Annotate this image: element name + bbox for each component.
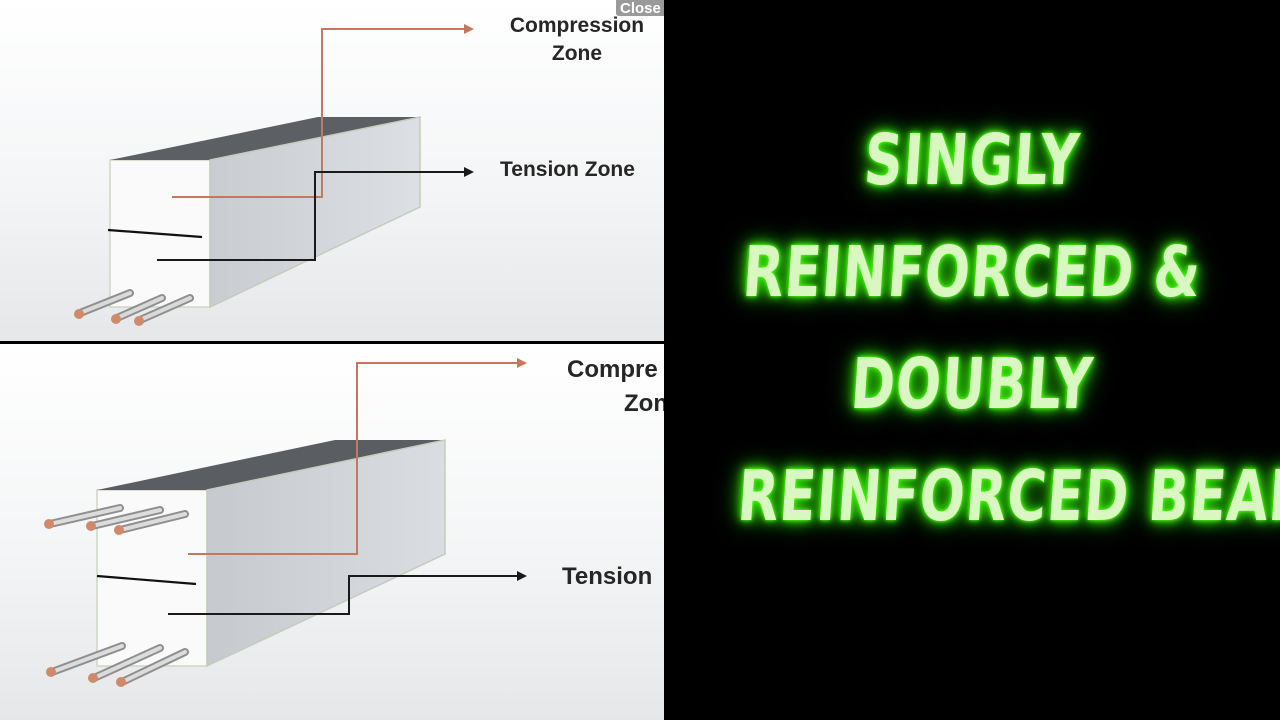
beam-top-face (110, 117, 420, 160)
doubly-beam-svg: Compre Zon Tension (44, 356, 664, 687)
tension-zone-label-bottom: Tension (562, 563, 652, 590)
title-line-1: SINGLY (861, 119, 1083, 201)
tension-rebars (46, 642, 189, 687)
tension-leader-line (168, 575, 518, 615)
compression-rebars (44, 504, 189, 535)
singly-reinforced-beam-diagram: Compression Zone Tension Zone Close (0, 0, 664, 341)
compression-leader-line (172, 28, 466, 198)
tension-arrowhead (517, 571, 527, 581)
compression-arrowhead (464, 24, 474, 34)
singly-beam-svg: Compression Zone Tension Zone (74, 14, 644, 326)
tension-rebars (74, 289, 194, 326)
video-title: SINGLY REINFORCED & DOUBLY REINFORCED BE… (664, 0, 1280, 720)
close-tab[interactable]: Close (616, 0, 664, 16)
tension-leader-line (157, 171, 466, 261)
compression-zone-label-top-line2: Zone (552, 42, 602, 65)
title-line-3: DOUBLY (848, 343, 1096, 425)
title-line-2: REINFORCED & (740, 231, 1204, 313)
tension-arrowhead (464, 167, 474, 177)
compression-zone-label-bottom-line1: Compre (567, 356, 658, 383)
compression-zone-label-bottom-line2: Zon (624, 390, 664, 417)
neutral-axis-line (107, 228, 203, 239)
tension-zone-label-top: Tension Zone (500, 158, 635, 181)
doubly-reinforced-beam-diagram: Compre Zon Tension (0, 344, 664, 720)
compression-leader-line (188, 362, 518, 555)
compression-zone-label-top-line1: Compression (510, 14, 644, 37)
title-line-4: REINFORCED BEAM (735, 455, 1280, 537)
compression-arrowhead (517, 358, 527, 368)
neutral-axis-line (96, 574, 197, 586)
